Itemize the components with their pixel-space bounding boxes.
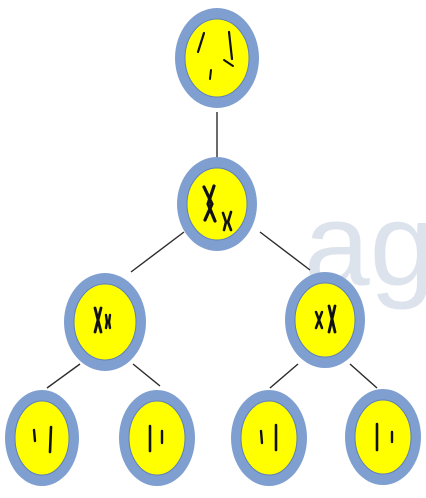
chromosome	[317, 310, 324, 330]
chromosome	[196, 31, 206, 54]
cell-middle	[177, 157, 257, 251]
chromosome	[223, 59, 234, 67]
cell-bottom-4	[345, 389, 421, 485]
cell-nucleus	[184, 18, 250, 98]
cell-left	[64, 273, 146, 371]
chromosomes	[202, 184, 233, 232]
cell-bottom-1	[5, 390, 79, 486]
chromosome-pair	[221, 211, 228, 232]
cell-nucleus	[354, 399, 412, 475]
chromosomes	[259, 423, 278, 452]
chromosome	[96, 306, 103, 334]
cell-nucleus	[294, 282, 356, 358]
connector-left-to-lr	[132, 363, 161, 387]
connector-lines	[46, 112, 378, 389]
chromosome	[209, 69, 212, 80]
chromosomes	[196, 30, 234, 80]
chromosome	[330, 304, 337, 334]
cell-nucleus	[73, 283, 137, 361]
connector-mid-to-right	[259, 231, 311, 271]
connector-right-to-rl	[269, 363, 299, 389]
chromosome	[227, 30, 234, 61]
cell-bottom-3	[231, 390, 307, 486]
chromosome	[32, 428, 37, 443]
cell-nucleus	[128, 400, 186, 476]
chromosomes	[148, 424, 164, 453]
cell-nucleus	[240, 400, 298, 476]
chromosome-pair	[202, 185, 214, 222]
cell-nucleus	[14, 400, 70, 476]
chromosome	[48, 425, 53, 454]
chromosomes	[93, 306, 112, 334]
chromosome	[104, 313, 109, 330]
chromosomes	[375, 422, 394, 452]
chromosome	[259, 429, 264, 445]
connector-mid-to-left	[130, 231, 185, 273]
chromosome-pair	[206, 184, 217, 223]
chromosomes	[314, 304, 337, 334]
cell-right	[285, 272, 365, 368]
connector-right-to-rr	[349, 363, 378, 389]
cell-nucleus	[186, 167, 248, 241]
chromosomes	[32, 425, 53, 454]
chromosome-pair	[226, 210, 233, 232]
connector-left-to-ll	[46, 363, 81, 389]
cell-parent	[175, 8, 259, 108]
cell-bottom-2	[119, 390, 195, 486]
chromosome	[107, 313, 112, 330]
